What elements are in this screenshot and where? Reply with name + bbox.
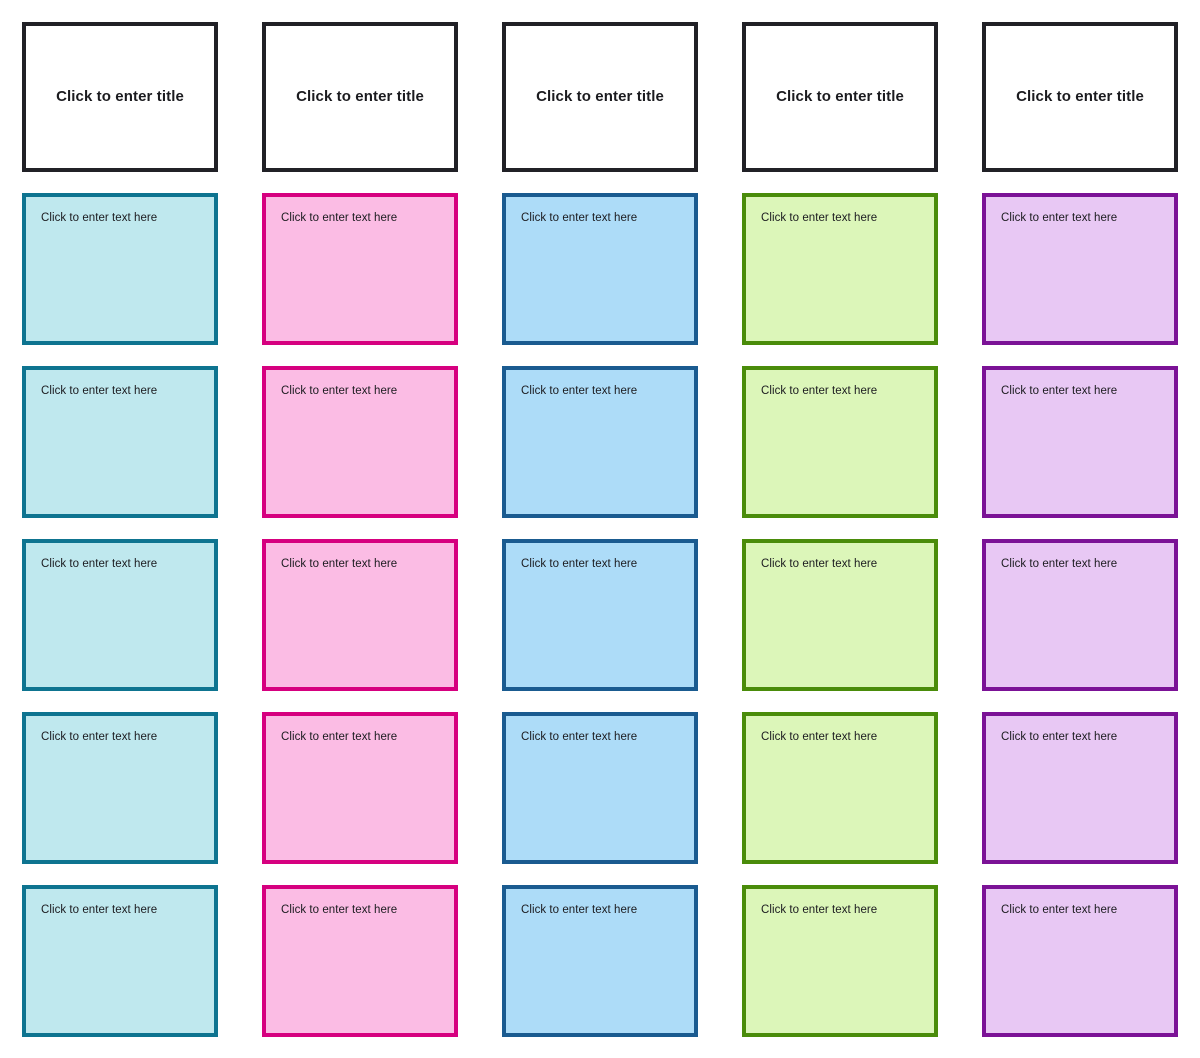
text-placeholder-2-5[interactable]: Click to enter text here (262, 885, 458, 1037)
text-placeholder-label-4-1: Click to enter text here (761, 212, 878, 224)
text-placeholder-3-2[interactable]: Click to enter text here (502, 366, 698, 518)
text-placeholder-label-5-4: Click to enter text here (1001, 731, 1118, 743)
title-placeholder-label-4: Click to enter title (776, 88, 904, 105)
text-placeholder-1-5[interactable]: Click to enter text here (22, 885, 218, 1037)
text-placeholder-label-3-1: Click to enter text here (521, 212, 638, 224)
column-3: Click to enter title Click to enter text… (502, 22, 698, 1037)
text-placeholder-5-2[interactable]: Click to enter text here (982, 366, 1178, 518)
text-placeholder-4-5[interactable]: Click to enter text here (742, 885, 938, 1037)
text-placeholder-label-2-5: Click to enter text here (281, 904, 398, 916)
text-placeholder-label-3-2: Click to enter text here (521, 385, 638, 397)
text-placeholder-label-1-4: Click to enter text here (41, 731, 158, 743)
text-placeholder-3-3[interactable]: Click to enter text here (502, 539, 698, 691)
text-placeholder-1-4[interactable]: Click to enter text here (22, 712, 218, 864)
text-placeholder-4-1[interactable]: Click to enter text here (742, 193, 938, 345)
text-placeholder-2-2[interactable]: Click to enter text here (262, 366, 458, 518)
text-placeholder-label-2-1: Click to enter text here (281, 212, 398, 224)
text-placeholder-label-5-5: Click to enter text here (1001, 904, 1118, 916)
text-placeholder-label-3-4: Click to enter text here (521, 731, 638, 743)
text-placeholder-label-1-1: Click to enter text here (41, 212, 158, 224)
text-placeholder-label-1-2: Click to enter text here (41, 385, 158, 397)
text-placeholder-label-2-2: Click to enter text here (281, 385, 398, 397)
text-placeholder-1-2[interactable]: Click to enter text here (22, 366, 218, 518)
text-placeholder-label-5-1: Click to enter text here (1001, 212, 1118, 224)
text-placeholder-5-3[interactable]: Click to enter text here (982, 539, 1178, 691)
text-placeholder-5-4[interactable]: Click to enter text here (982, 712, 1178, 864)
text-placeholder-3-5[interactable]: Click to enter text here (502, 885, 698, 1037)
text-placeholder-label-1-3: Click to enter text here (41, 558, 158, 570)
text-placeholder-2-3[interactable]: Click to enter text here (262, 539, 458, 691)
text-placeholder-label-4-2: Click to enter text here (761, 385, 878, 397)
title-placeholder-label-1: Click to enter title (56, 88, 184, 105)
text-placeholder-3-1[interactable]: Click to enter text here (502, 193, 698, 345)
placeholder-grid: Click to enter title Click to enter text… (22, 22, 1180, 1037)
column-2: Click to enter title Click to enter text… (262, 22, 458, 1037)
column-1: Click to enter title Click to enter text… (22, 22, 218, 1037)
text-placeholder-label-4-3: Click to enter text here (761, 558, 878, 570)
text-placeholder-1-1[interactable]: Click to enter text here (22, 193, 218, 345)
title-placeholder-label-3: Click to enter title (536, 88, 664, 105)
text-placeholder-label-3-5: Click to enter text here (521, 904, 638, 916)
text-placeholder-5-5[interactable]: Click to enter text here (982, 885, 1178, 1037)
title-placeholder-4[interactable]: Click to enter title (742, 22, 938, 172)
title-placeholder-1[interactable]: Click to enter title (22, 22, 218, 172)
text-placeholder-3-4[interactable]: Click to enter text here (502, 712, 698, 864)
title-placeholder-2[interactable]: Click to enter title (262, 22, 458, 172)
text-placeholder-label-4-4: Click to enter text here (761, 731, 878, 743)
title-placeholder-label-5: Click to enter title (1016, 88, 1144, 105)
text-placeholder-4-4[interactable]: Click to enter text here (742, 712, 938, 864)
text-placeholder-label-3-3: Click to enter text here (521, 558, 638, 570)
column-5: Click to enter title Click to enter text… (982, 22, 1178, 1037)
text-placeholder-4-2[interactable]: Click to enter text here (742, 366, 938, 518)
text-placeholder-label-1-5: Click to enter text here (41, 904, 158, 916)
text-placeholder-label-4-5: Click to enter text here (761, 904, 878, 916)
text-placeholder-1-3[interactable]: Click to enter text here (22, 539, 218, 691)
column-4: Click to enter title Click to enter text… (742, 22, 938, 1037)
text-placeholder-5-1[interactable]: Click to enter text here (982, 193, 1178, 345)
text-placeholder-4-3[interactable]: Click to enter text here (742, 539, 938, 691)
text-placeholder-label-5-3: Click to enter text here (1001, 558, 1118, 570)
text-placeholder-2-1[interactable]: Click to enter text here (262, 193, 458, 345)
title-placeholder-label-2: Click to enter title (296, 88, 424, 105)
text-placeholder-label-2-3: Click to enter text here (281, 558, 398, 570)
text-placeholder-label-2-4: Click to enter text here (281, 731, 398, 743)
text-placeholder-label-5-2: Click to enter text here (1001, 385, 1118, 397)
title-placeholder-5[interactable]: Click to enter title (982, 22, 1178, 172)
text-placeholder-2-4[interactable]: Click to enter text here (262, 712, 458, 864)
title-placeholder-3[interactable]: Click to enter title (502, 22, 698, 172)
